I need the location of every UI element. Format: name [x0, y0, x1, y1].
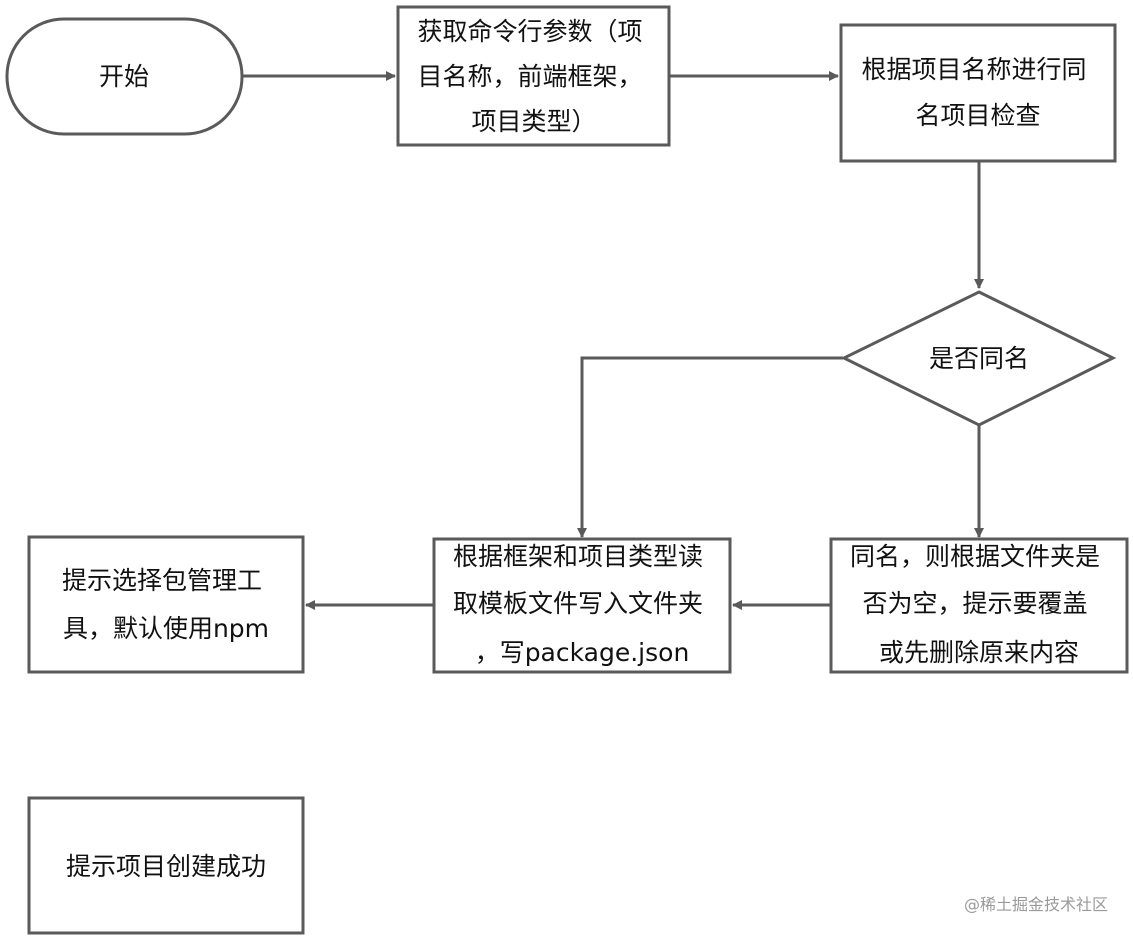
node-check-name: 根据项目名称进行同 名项目检查	[839, 23, 1117, 163]
edge-decision-to-read-template	[577, 356, 843, 538]
node-success: 提示项目创建成功	[27, 796, 305, 935]
node-read-template: 根据框架和项目类型读 取模板文件写入文件夹 ，写package.json	[432, 537, 732, 674]
choose-pkg-manager-label: 提示选择包管理工 具，默认使用npm	[62, 566, 270, 643]
get-args-label: 获取命令行参数（项 目名称，前端框架， 项目类型）	[418, 17, 651, 136]
check-name-label: 根据项目名称进行同 名项目检查	[862, 55, 1095, 130]
node-start: 开始	[5, 17, 244, 136]
node-choose-pkg-manager: 提示选择包管理工 具，默认使用npm	[27, 535, 305, 674]
node-same-name-decision: 是否同名	[840, 290, 1117, 427]
read-template-label: 根据框架和项目类型读 取模板文件写入文件夹 ，写package.json	[453, 542, 711, 667]
node-handle-same-name: 同名，则根据文件夹是 否为空，提示要覆盖 或先删除原来内容	[829, 537, 1129, 674]
edges	[243, 71, 984, 610]
handle-same-name-label: 同名，则根据文件夹是 否为空，提示要覆盖 或先删除原来内容	[850, 542, 1108, 667]
node-get-args: 获取命令行参数（项 目名称，前端框架， 项目类型）	[396, 5, 671, 147]
decision-label: 是否同名	[929, 344, 1029, 373]
watermark-text: @稀土掘金技术社区	[964, 895, 1108, 914]
start-label: 开始	[99, 62, 149, 91]
success-label: 提示项目创建成功	[66, 852, 266, 881]
